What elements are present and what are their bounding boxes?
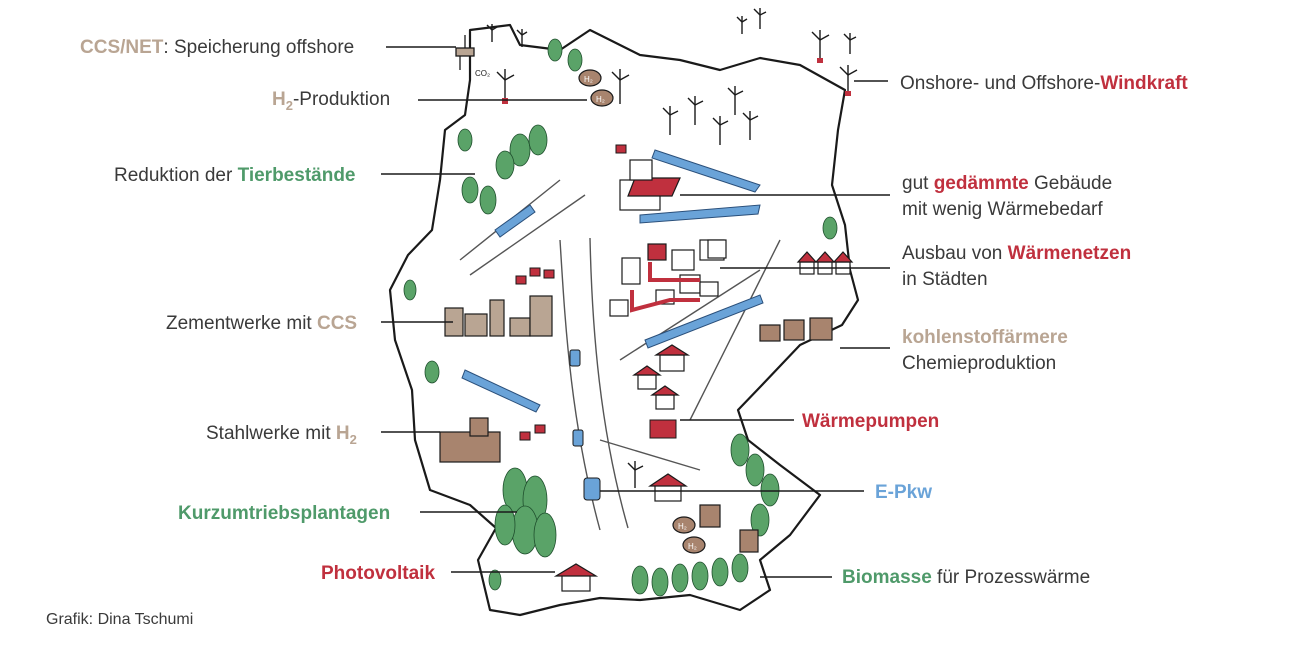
forest-icons [403, 38, 838, 597]
label-zementwerke: Zementwerke mit CCS [166, 313, 358, 334]
label-waermepumpen: Wärmepumpen [802, 411, 940, 432]
label-kurzumtriebsplantagen: Kurzumtriebsplantagen [178, 503, 391, 524]
h2-tank-label: H₂ [688, 542, 697, 551]
city-heating-network [609, 239, 725, 317]
wind-turbine-icons [486, 8, 858, 488]
co2-tag: CO₂ [475, 69, 490, 78]
label-windkraft: Onshore- und Offshore-Windkraft [900, 73, 1188, 94]
solar-panel-icons [515, 144, 677, 441]
label-e-pkw: E-Pkw [875, 482, 933, 503]
e-car-icon [583, 477, 601, 501]
offshore-platform-icon [455, 35, 475, 70]
callout-lines [381, 46, 890, 578]
label-h2-produktion: H2-Produktion [272, 89, 391, 113]
turbine-bases [502, 58, 851, 104]
trains [461, 149, 764, 413]
label-biomasse: Biomasse für Prozesswärme [842, 567, 1091, 588]
factory-icons [439, 239, 833, 553]
label-photovoltaik: Photovoltaik [321, 563, 436, 584]
label-stahlwerke: Stahlwerke mit H2 [206, 423, 357, 447]
label-tierbestaende: Reduktion der Tierbestände [114, 165, 356, 186]
graphic-credit: Grafik: Dina Tschumi [46, 611, 194, 628]
h2-tank-label: H₂ [584, 75, 593, 84]
h2-tank-icons [578, 69, 706, 554]
h2-tank-label: H₂ [596, 95, 605, 104]
h2-tank-label: H₂ [678, 522, 687, 531]
house-icons [553, 159, 854, 592]
label-ccs-net: CCS/NET: Speicherung offshore [80, 37, 355, 58]
